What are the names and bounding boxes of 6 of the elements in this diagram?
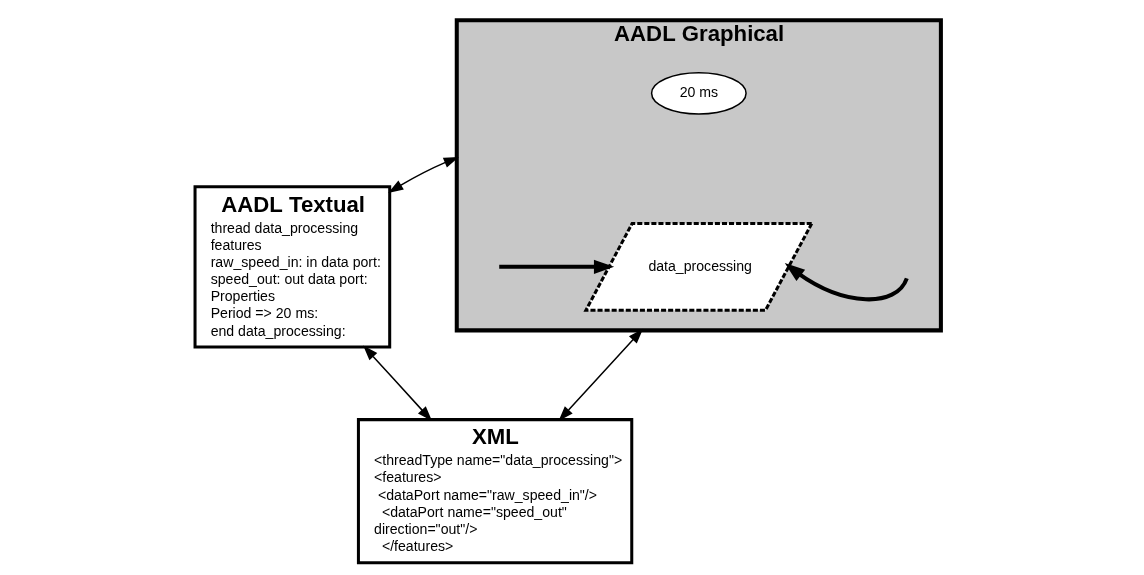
arrow bbox=[499, 259, 615, 274]
node-box: XML <threadType name="data_processing"> <features> <dataPort name="raw_speed_in"/> <dataPort name="speed_out" direction="out"/> </features> bbox=[356, 418, 634, 565]
arrow bbox=[388, 156, 459, 193]
node-box: AADL Textual thread data_processing features raw_speed_in: in data port: speed_out: out data port: Properties Period => 20 ms: end data_processing: bbox=[193, 185, 392, 349]
node-ellipse: 20 ms bbox=[650, 71, 747, 115]
arrow bbox=[784, 263, 909, 302]
